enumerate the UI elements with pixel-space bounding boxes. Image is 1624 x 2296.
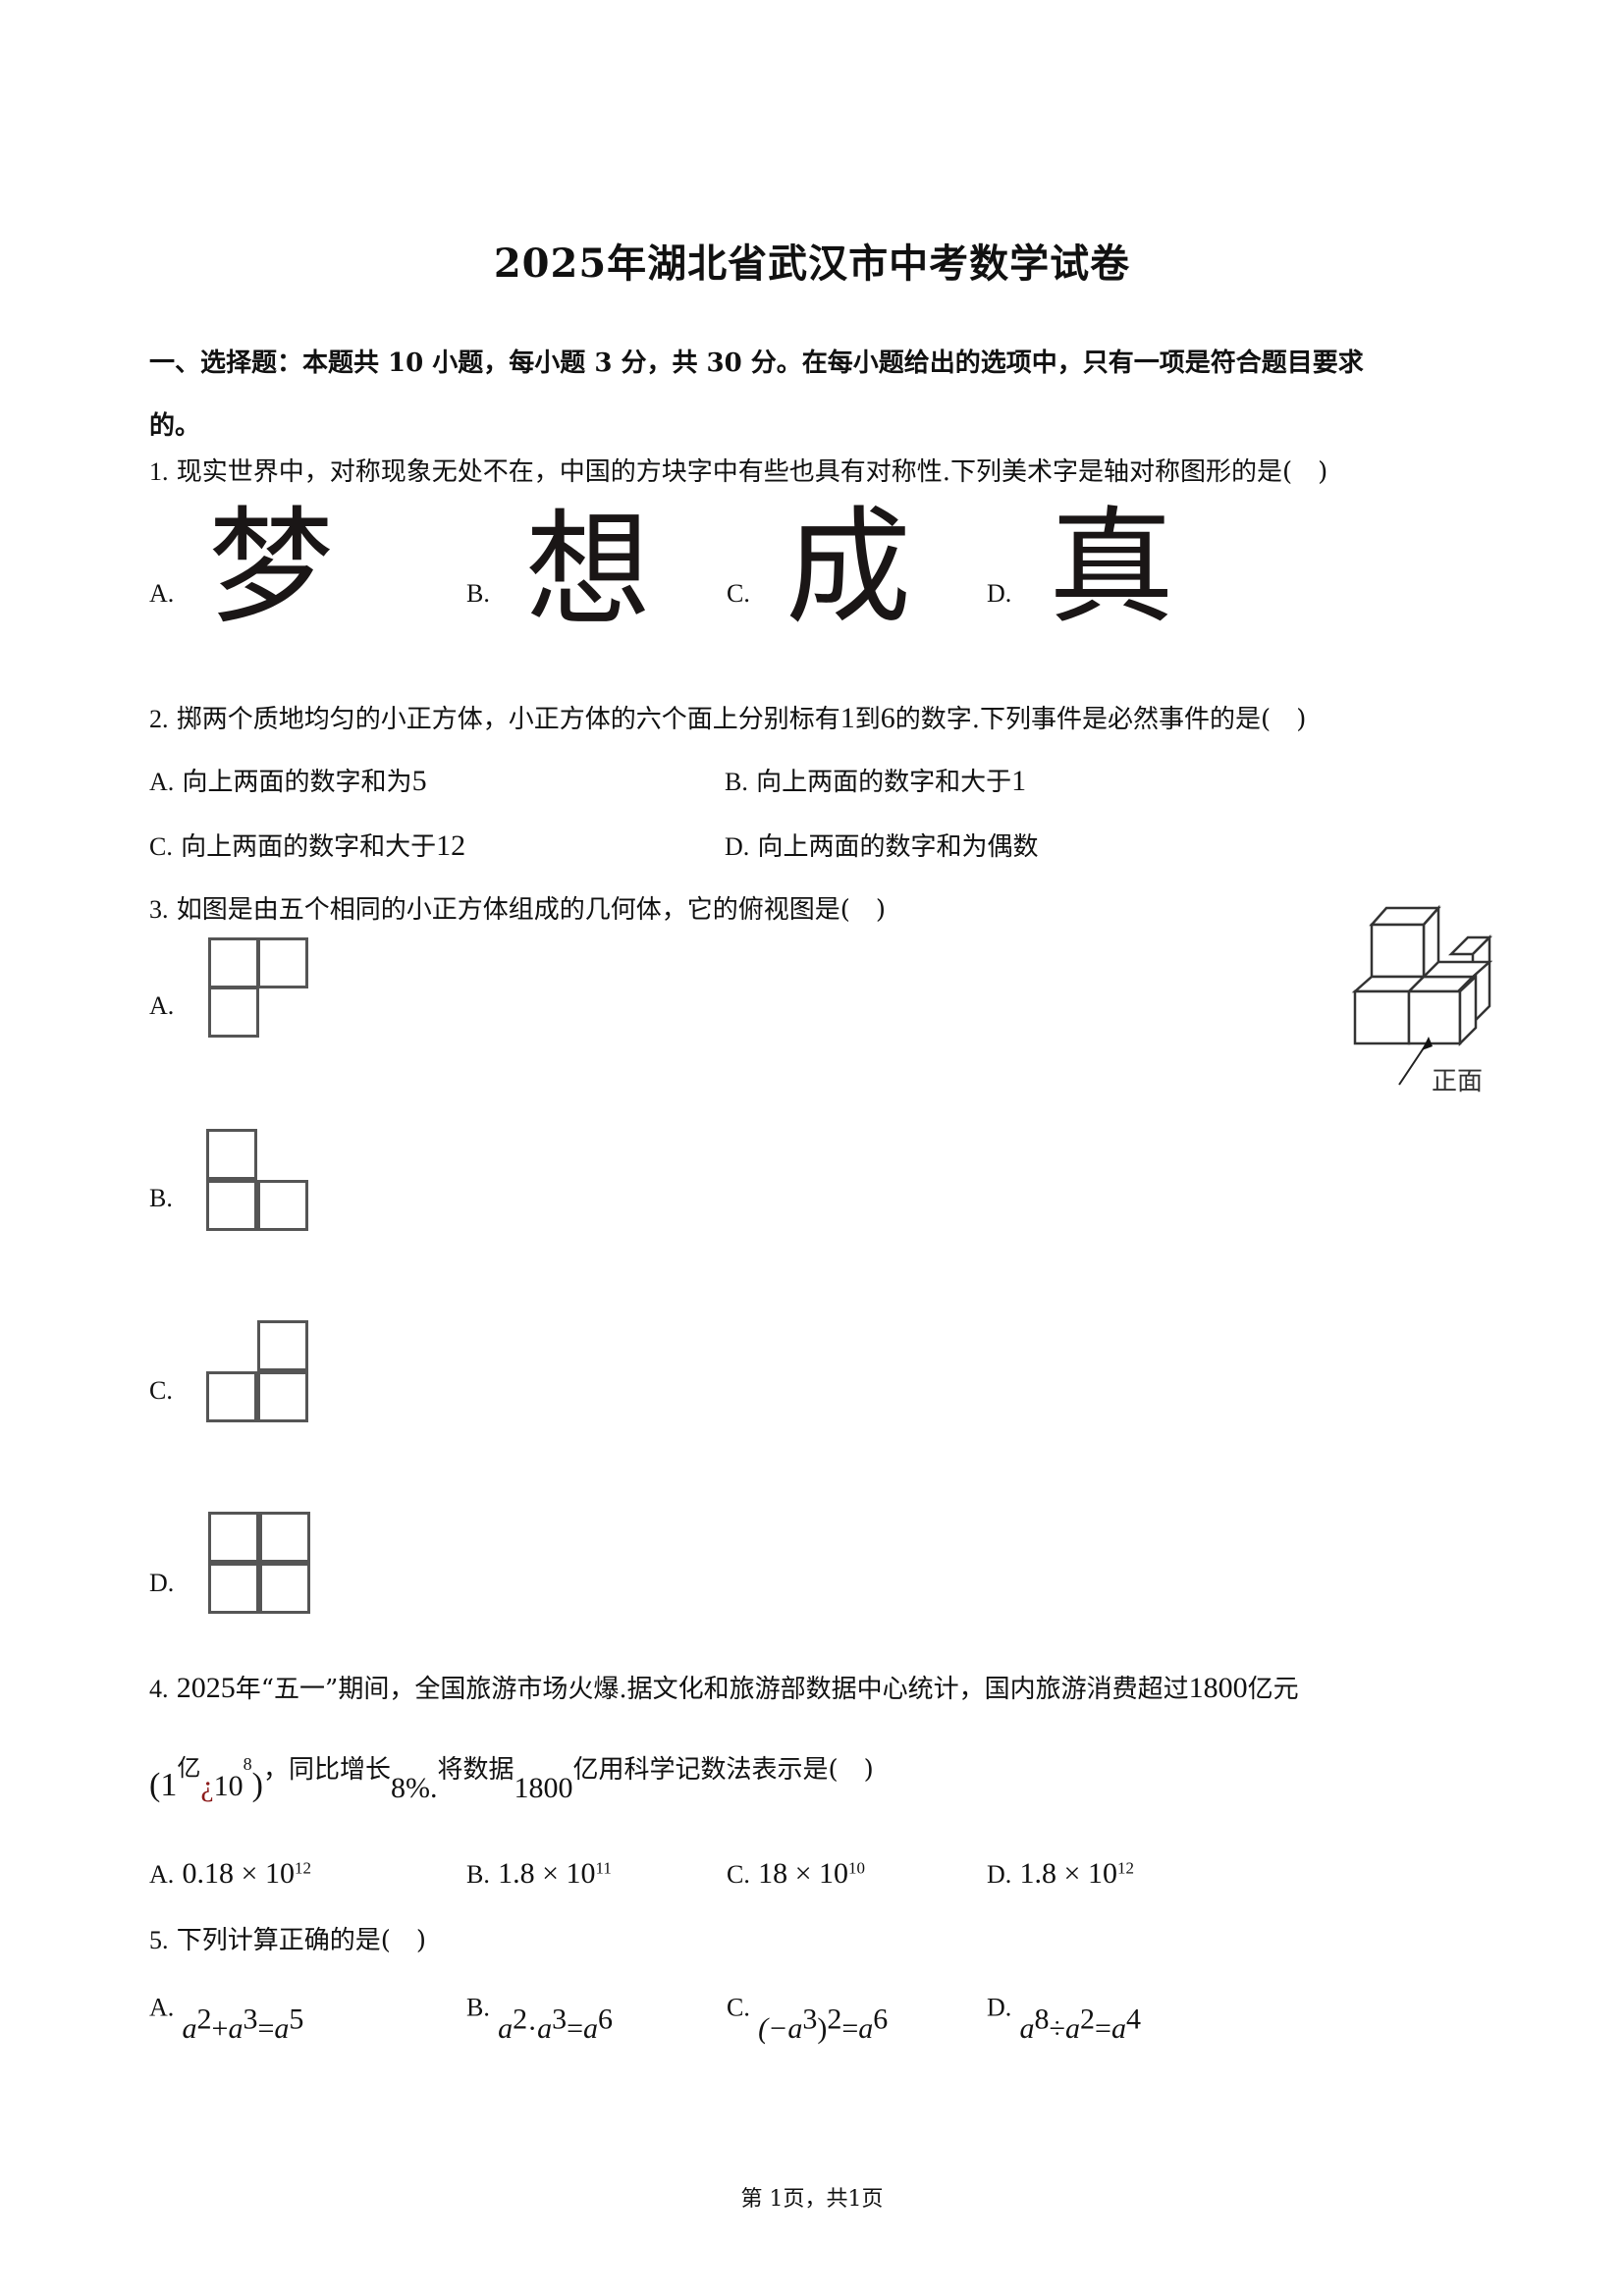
q2-option-c[interactable]: C. 向上两面的数字和大于12 <box>149 829 466 862</box>
question-5-stem: 5. 下列计算正确的是( ) <box>149 1926 427 1955</box>
q1-option-d[interactable]: D. <box>987 579 1012 608</box>
q3-option-c[interactable]: C. <box>149 1376 173 1405</box>
q4-option-c[interactable]: C. 18 × 1010 <box>727 1857 866 1890</box>
q1-glyph-cheng: 成 <box>785 495 912 641</box>
question-4-stem-line1: 4. 2025年“五一”期间，全国旅游市场火爆.据文化和旅游部数据中心统计，国内… <box>149 1672 1299 1704</box>
front-label: 正面 <box>1432 1067 1483 1096</box>
cube-stack-icon: 正面 <box>1351 904 1493 1096</box>
q5-option-b[interactable]: B. a2·a3=a6 <box>466 1993 614 2045</box>
q3-option-a[interactable]: A. <box>149 991 175 1020</box>
question-2-stem: 2. 掷两个质地均匀的小正方体，小正方体的六个面上分别标有1到6的数字.下列事件… <box>149 702 1307 734</box>
q3-option-d[interactable]: D. <box>149 1569 175 1597</box>
q2-option-d[interactable]: D. 向上两面的数字和为偶数 <box>725 832 1039 862</box>
q4-option-b[interactable]: B. 1.8 × 1011 <box>466 1857 612 1890</box>
q5-option-c[interactable]: C. (−a3)2=a6 <box>727 1993 889 2045</box>
q3-option-b[interactable]: B. <box>149 1184 173 1212</box>
q1-glyph-zhen: 真 <box>1049 495 1175 641</box>
question-3-stem: 3. 如图是由五个相同的小正方体组成的几何体，它的俯视图是( ) <box>149 895 887 925</box>
question-4-stem-line2: (1亿¿108)，同比增长8%.将数据1800亿用科学记数法表示是( ) <box>149 1754 874 1804</box>
q4-option-a[interactable]: A. 0.18 × 1012 <box>149 1857 311 1890</box>
q1-glyph-meng: 梦 <box>208 495 335 641</box>
section-heading: 一、选择题：本题共 10 小题，每小题 3 分，共 30 分。在每小题给出的选项… <box>149 332 1475 457</box>
q3-cube-figure: 正面 <box>1335 893 1502 1099</box>
q2-option-b[interactable]: B. 向上两面的数字和大于1 <box>725 765 1027 797</box>
question-1-stem: 1. 现实世界中，对称现象无处不在，中国的方块字中有些也具有对称性.下列美术字是… <box>149 457 1328 487</box>
q1-option-a[interactable]: A. <box>149 579 175 608</box>
q5-option-a[interactable]: A. a2+a3=a5 <box>149 1993 304 2045</box>
q1-glyph-xiang: 想 <box>525 498 652 644</box>
q4-option-d[interactable]: D. 1.8 × 1012 <box>987 1857 1134 1890</box>
section-heading-line2: 的。 <box>149 411 201 441</box>
q2-option-a[interactable]: A. 向上两面的数字和为5 <box>149 765 427 797</box>
q1-option-b[interactable]: B. <box>466 579 490 608</box>
q5-option-d[interactable]: D. a8÷a2=a4 <box>987 1993 1141 2045</box>
section-heading-line1: 一、选择题：本题共 10 小题，每小题 3 分，共 30 分。在每小题给出的选项… <box>149 348 1364 378</box>
page-footer: 第 1页，共1页 <box>740 2187 884 2212</box>
q1-option-c[interactable]: C. <box>727 579 750 608</box>
exam-title: 2025年湖北省武汉市中考数学试卷 <box>493 240 1131 287</box>
